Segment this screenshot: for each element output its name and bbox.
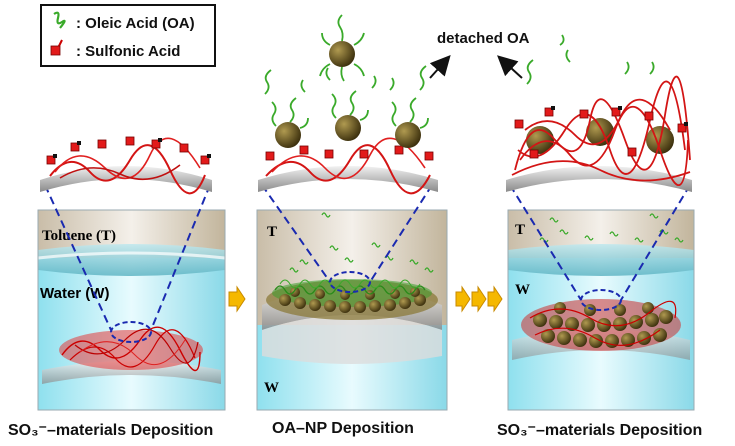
np-film-2 [266, 279, 438, 320]
caption-panel-1: SO₃⁻–materials Deposition [8, 422, 214, 439]
water-label-2: W [264, 380, 279, 396]
water-label-3: W [515, 282, 530, 298]
process-arrow-2 [455, 285, 503, 313]
zoom-substrate-2 [258, 14, 438, 195]
beaker-3 [507, 209, 695, 411]
toluene-label-2: T [267, 224, 277, 240]
panel-2: T W [256, 14, 448, 411]
detached-arrows [429, 55, 523, 79]
nanoparticle [395, 122, 421, 148]
process-arrow-1 [228, 285, 246, 313]
zoom-lines-3 [509, 184, 691, 311]
zoom-substrate-3 [506, 34, 692, 192]
legend-sa: : Sulfonic Acid [70, 39, 180, 63]
nanoparticle [335, 115, 361, 141]
floating-oa-3 [539, 213, 684, 243]
water-label: Water (W) [40, 285, 109, 302]
zoom-lines-2 [261, 184, 433, 293]
beaker-1 [37, 209, 226, 411]
zoom-substrate-1 [40, 136, 212, 195]
sulfonic-film-1 [59, 326, 203, 372]
detached-oa [526, 34, 655, 85]
beaker-2 [256, 209, 448, 411]
detached-oa-label: detached OA [437, 30, 530, 47]
toluene-label-3: T [515, 222, 525, 238]
legend-oa: : Oleic Acid (OA) [70, 11, 195, 35]
toluene-label: Toluene (T) [42, 228, 116, 244]
panel-1: Toluene (T) Water (W) [37, 136, 226, 411]
mixed-film-3 [521, 299, 681, 351]
caption-panel-2: OA–NP Deposition [272, 420, 414, 437]
nanoparticle [275, 122, 301, 148]
floating-oa-2 [289, 212, 434, 273]
zoom-lines-1 [44, 184, 211, 343]
legend: : Oleic Acid (OA) : Sulfonic Acid [40, 4, 216, 67]
caption-panel-3: SO₃⁻–materials Deposition [497, 422, 703, 439]
legend-oa-label: : Oleic Acid (OA) [76, 14, 195, 32]
legend-sa-label: : Sulfonic Acid [76, 42, 181, 60]
panel-3: T W [506, 34, 695, 411]
free-nanoparticle [329, 41, 355, 67]
